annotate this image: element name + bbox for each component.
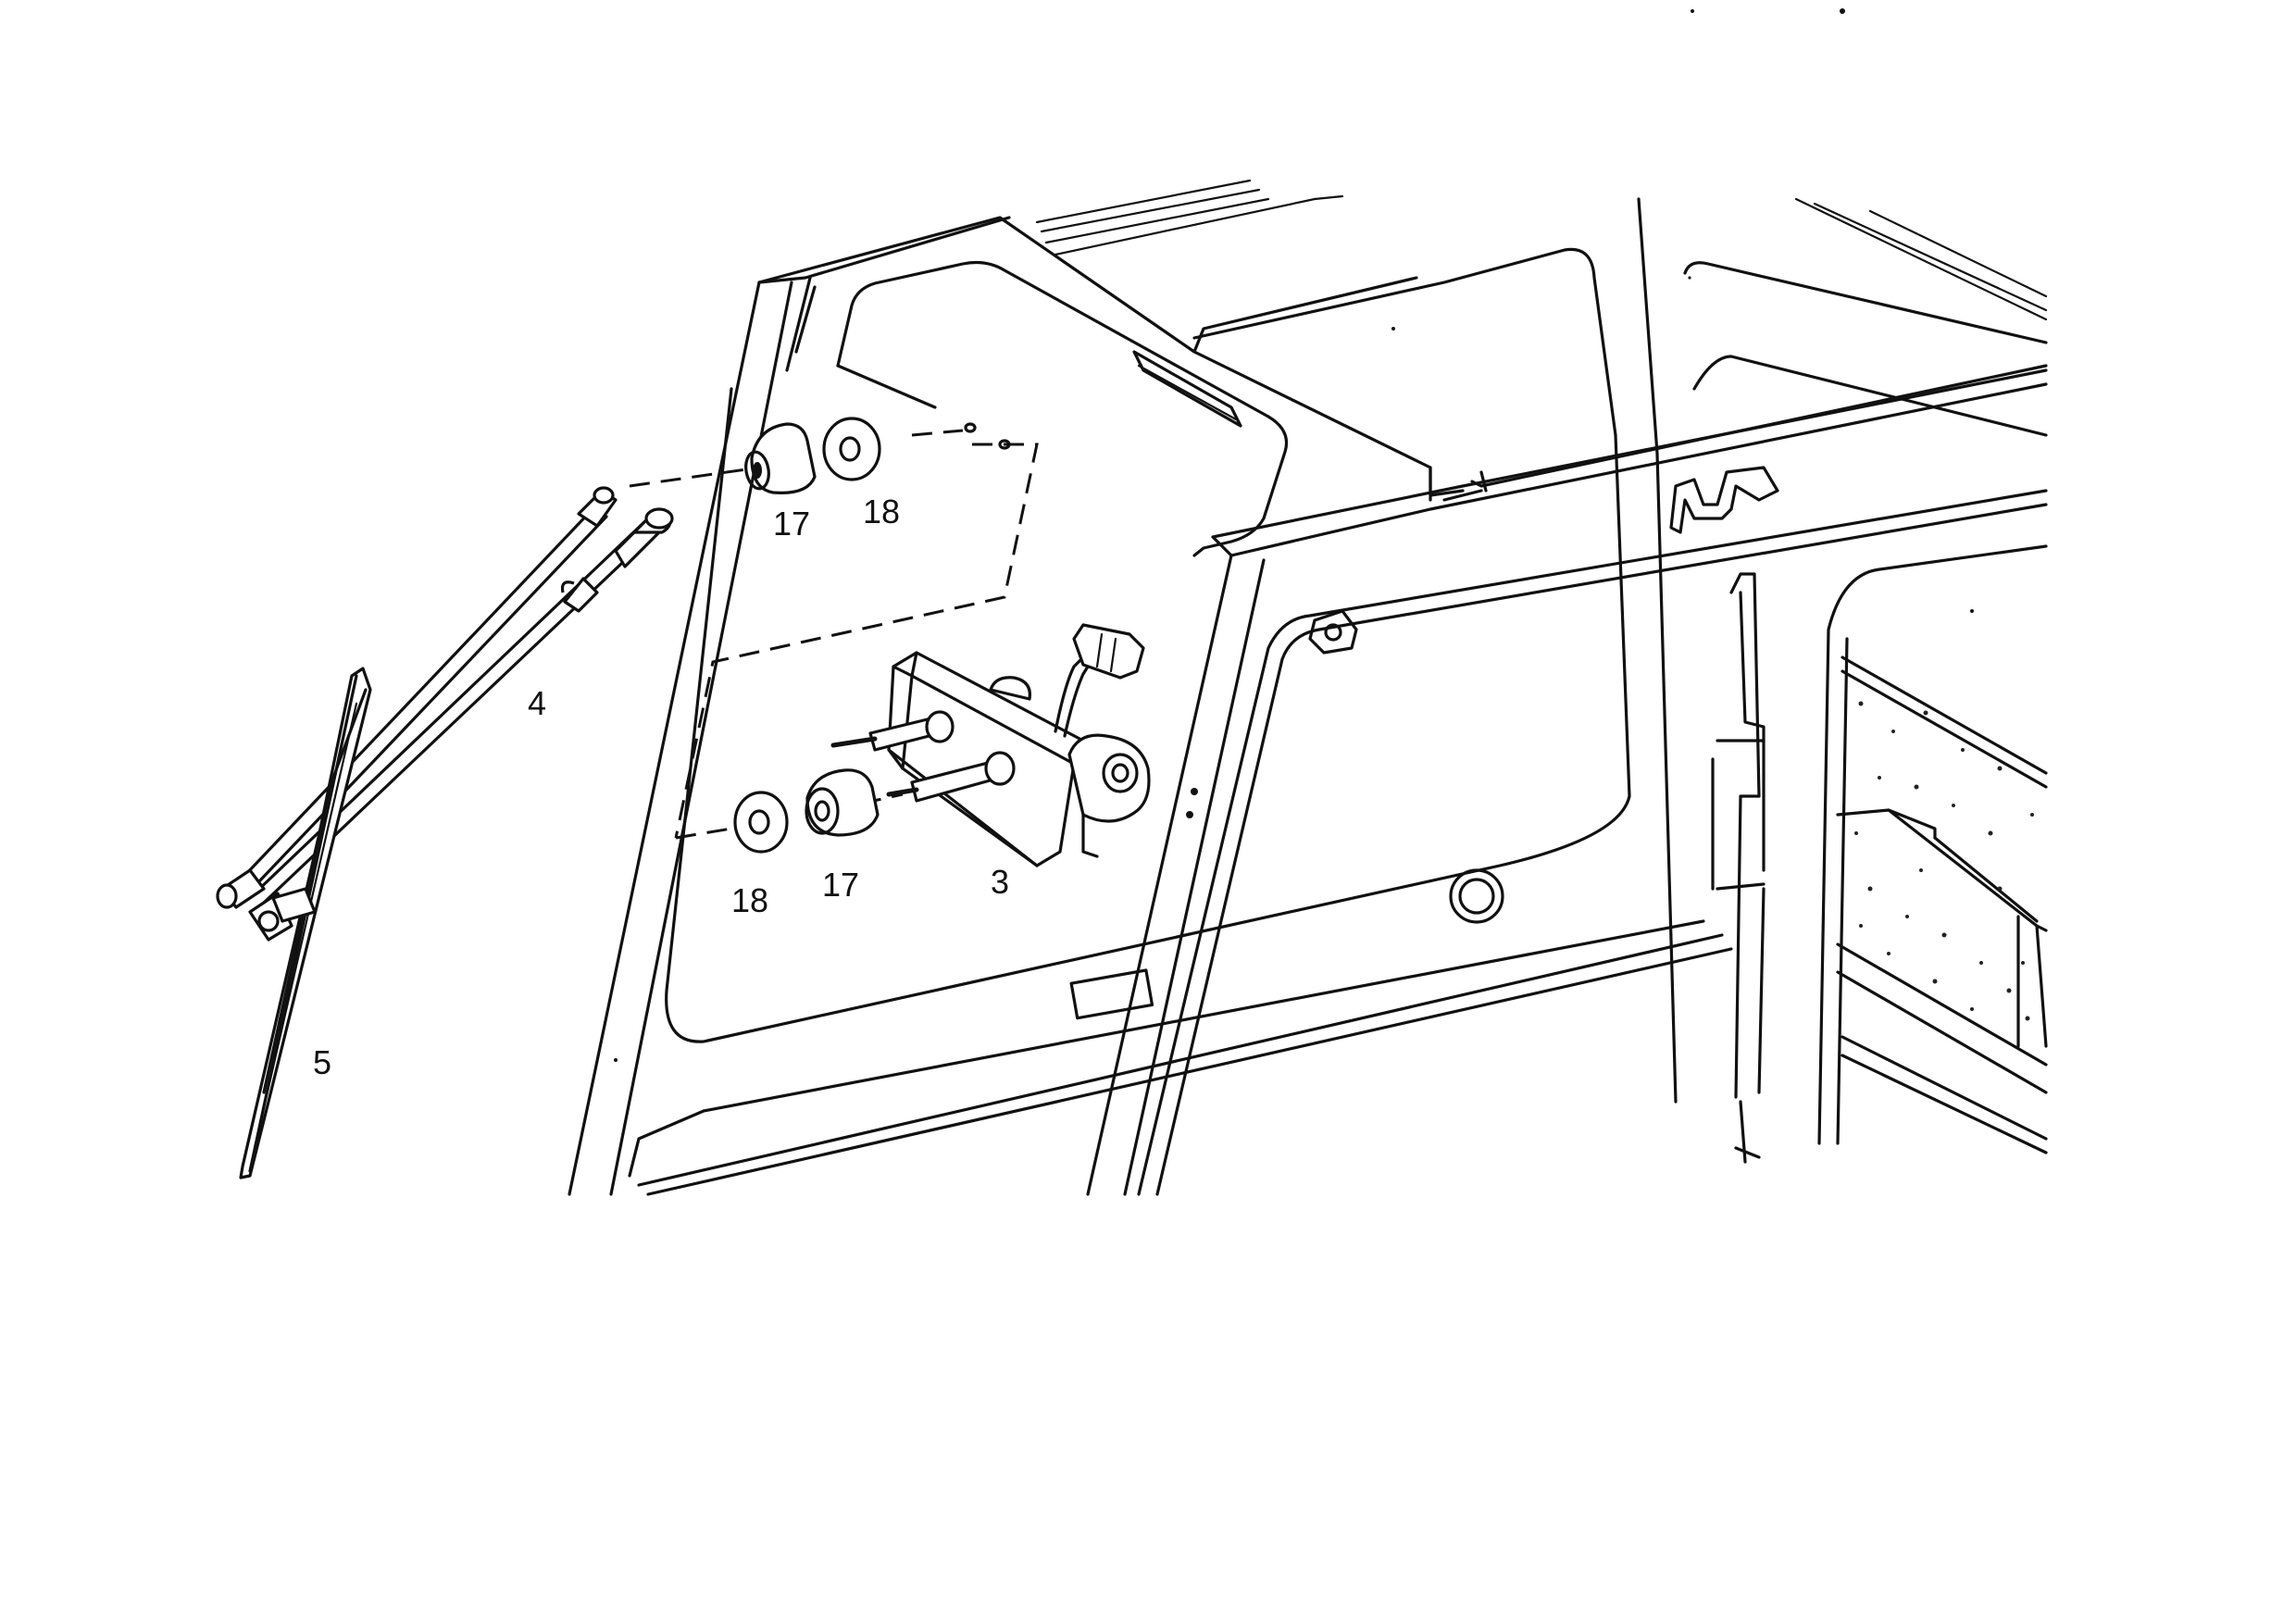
assembly-dash-lines bbox=[629, 429, 1039, 840]
upper-washer-18 bbox=[822, 417, 881, 481]
label-3: 3 bbox=[991, 863, 1009, 901]
door-grommet bbox=[1449, 868, 1504, 924]
door-window bbox=[665, 387, 1631, 1043]
header-window bbox=[836, 260, 1289, 557]
wiper-blade-5 bbox=[239, 667, 372, 1179]
label-5: 5 bbox=[313, 1043, 331, 1081]
print-specks bbox=[614, 8, 1974, 1062]
motor-spindles bbox=[830, 710, 1016, 803]
roof-rail-lines bbox=[1035, 179, 2048, 321]
wiper-arm-4 bbox=[216, 486, 674, 909]
label-17-lower: 17 bbox=[822, 866, 859, 904]
door-catch bbox=[1669, 466, 1779, 534]
upper-bush-17 bbox=[744, 422, 817, 494]
badge-plate bbox=[1069, 968, 1154, 1020]
callout-labels: 17 18 4 18 17 3 5 bbox=[313, 493, 1009, 1081]
label-18-lower: 18 bbox=[731, 881, 768, 919]
hinge-bracket bbox=[1308, 609, 1358, 655]
lower-bush-17 bbox=[805, 768, 880, 837]
label-4: 4 bbox=[528, 684, 546, 722]
lower-washer-18 bbox=[733, 791, 789, 854]
wiper-motor-3 bbox=[830, 623, 1151, 867]
vehicle-body bbox=[568, 179, 2048, 1196]
pillar bbox=[1086, 382, 2048, 1196]
motor-cable bbox=[1054, 651, 1090, 733]
label-17-upper: 17 bbox=[773, 505, 810, 543]
motor-connector bbox=[1072, 623, 1145, 680]
label-18-upper: 18 bbox=[863, 493, 900, 530]
foam-texture bbox=[1854, 701, 2034, 1021]
small-nuts bbox=[964, 422, 1011, 450]
